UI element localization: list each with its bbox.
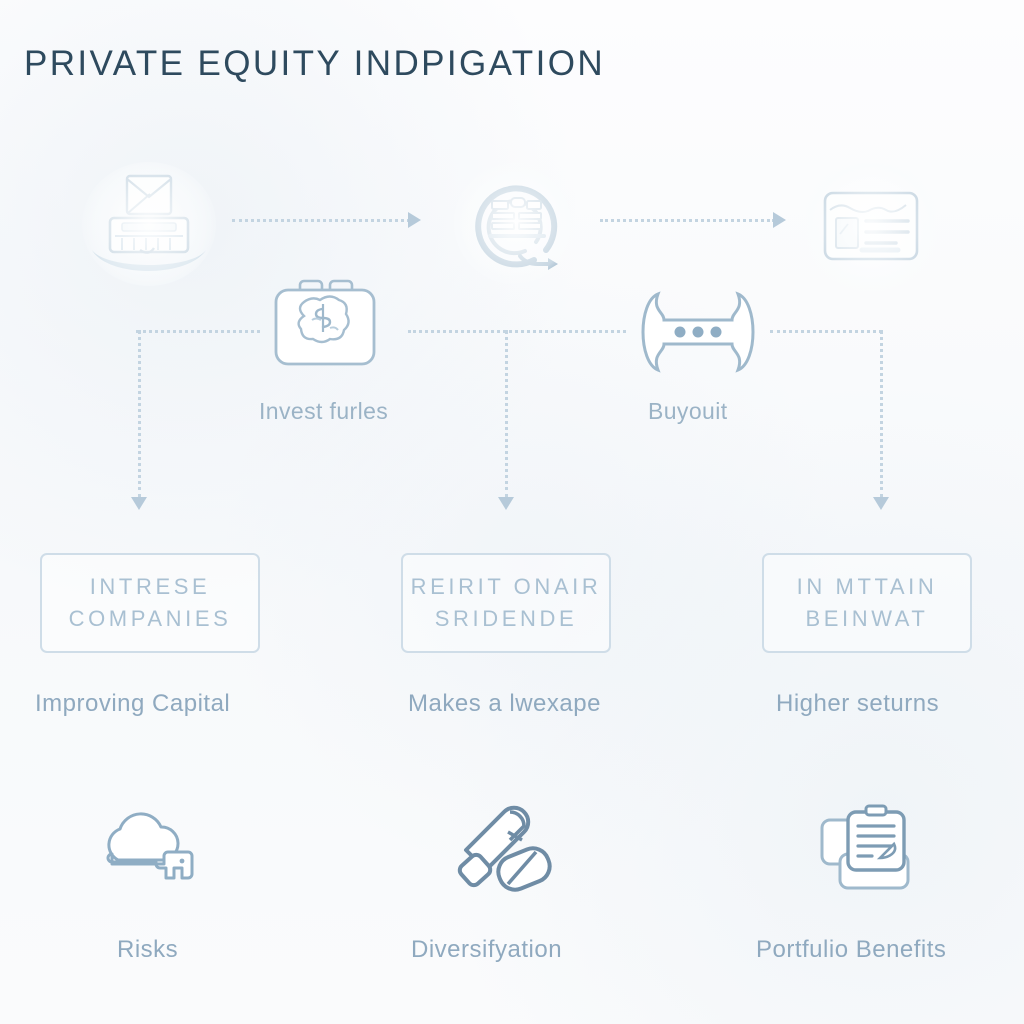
flow-node-buyout-label: Buyouit xyxy=(648,398,728,424)
investment-cycle-icon xyxy=(462,168,568,280)
footer-label-risks: Risks xyxy=(117,936,179,963)
page-title: PRIVATE EQUITY INDPIGATION xyxy=(24,44,605,83)
cloud-key-icon xyxy=(96,812,206,898)
briefcase-money-icon xyxy=(266,272,384,374)
outcome-box-2-line-2: SRIDENDE xyxy=(434,606,578,631)
bracket-dots-icon xyxy=(630,288,766,376)
footer-node-risks[interactable] xyxy=(96,812,206,898)
branch-arrow-1 xyxy=(131,497,147,510)
connector-cycle-to-record xyxy=(600,219,775,222)
branch-drop-3 xyxy=(880,330,883,498)
outcome-box-1-line-2: COMPANIES xyxy=(68,606,232,631)
outcome-box-3[interactable]: IN MTTAIN BEINWAT xyxy=(762,553,972,653)
branch-bus-right xyxy=(770,330,882,333)
outcome-caption-2: Makes a lwexape xyxy=(408,690,601,717)
branch-drop-2 xyxy=(505,330,508,498)
connector-arrow-right-2 xyxy=(773,212,786,228)
outcome-box-2[interactable]: REIRIT ONAIR SRIDENDE xyxy=(401,553,611,653)
connector-firm-to-cycle xyxy=(232,219,410,222)
branch-drop-1 xyxy=(138,330,141,498)
branch-bus-left xyxy=(136,330,260,333)
flow-node-firm[interactable] xyxy=(82,162,216,286)
outcome-box-2-line-1: REIRIT ONAIR xyxy=(410,574,602,599)
footer-node-portfolio[interactable] xyxy=(814,804,926,896)
flow-node-record[interactable] xyxy=(800,160,942,292)
footer-label-portfolio: Portfulio Benefits xyxy=(756,936,947,963)
bank-envelope-icon xyxy=(88,166,210,282)
branch-arrow-2 xyxy=(498,497,514,510)
branch-arrow-3 xyxy=(873,497,889,510)
flow-node-buyout[interactable] xyxy=(630,288,766,376)
stacked-documents-icon xyxy=(814,804,926,896)
outcome-caption-3: Higher seturns xyxy=(776,690,940,717)
branch-bus-middle xyxy=(408,330,626,333)
id-card-document-icon xyxy=(822,190,920,262)
outcome-caption-1: Improving Capital xyxy=(35,690,231,717)
outcome-box-1-line-1: INTRESE xyxy=(89,574,211,599)
connector-arrow-right-1 xyxy=(408,212,421,228)
diagonal-pills-icon xyxy=(452,805,558,898)
outcome-box-1[interactable]: INTRESE COMPANIES xyxy=(40,553,260,653)
outcome-box-3-line-2: BEINWAT xyxy=(805,606,929,631)
footer-label-diversification: Diversifyation xyxy=(411,936,563,963)
flow-node-invest[interactable] xyxy=(266,272,384,374)
outcome-box-3-line-1: IN MTTAIN xyxy=(796,574,938,599)
flow-node-invest-label: Invest furles xyxy=(259,398,389,424)
footer-node-diversification[interactable] xyxy=(452,805,558,898)
flow-node-cycle[interactable] xyxy=(454,162,576,284)
